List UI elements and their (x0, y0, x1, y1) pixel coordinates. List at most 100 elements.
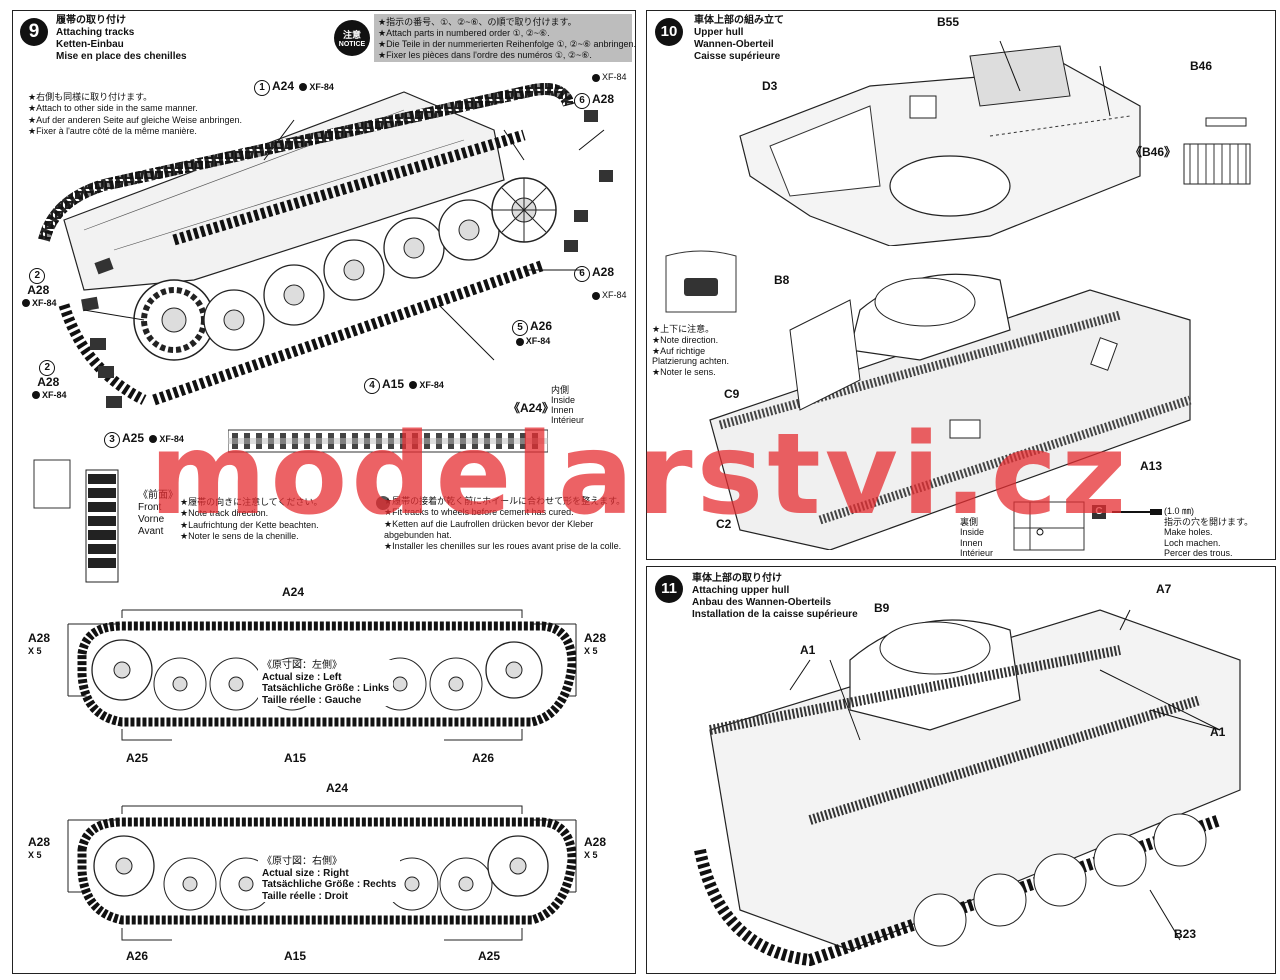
cement-note-en: ★Fit tracks to wheels before cement has … (384, 507, 574, 518)
callout-3-number: 3 (104, 432, 120, 448)
right-view-right-part-label: A28 (584, 835, 607, 849)
step10-number-badge: 10 (655, 18, 683, 46)
hole-note-jp: 指示の穴を開けます。 (1164, 517, 1254, 527)
step10-title: 車体上部の組み立て Upper hull Wannen-Oberteil Cai… (694, 15, 784, 63)
drill-size: (1.0 ㎜) (1164, 506, 1195, 516)
part-a13: A13 (1140, 459, 1163, 473)
part-b8: B8 (774, 273, 790, 287)
callout-2a-paint: XF-84 (32, 297, 57, 308)
left-view-right-qty: X 5 (584, 645, 598, 656)
right-view-top-part: A24 (326, 781, 349, 795)
direction-de-2: Platzierung achten. (652, 356, 730, 367)
part-b23: B23 (1174, 927, 1197, 941)
left-size-en: Actual size : Left (262, 671, 342, 683)
part-b46: B46 (1190, 59, 1213, 73)
b8-direction-notes: ★上下に注意。 ★Note direction. ★Auf richtige P… (652, 324, 729, 378)
right-size-en: Actual size : Right (262, 867, 349, 879)
callout-2b-a28: 2 A28 XF-84 (30, 360, 67, 400)
step11-title: 車体上部の取り付け Attaching upper hull Anbau des… (692, 573, 858, 621)
direction-notes: ★履帯の向きに注意してください。 ★Note track direction. … (180, 497, 323, 542)
inside-part-a24: 《A24》 (508, 401, 555, 415)
step11-title-de: Anbau des Wannen-Oberteils (692, 597, 832, 608)
step11-title-fr: Installation de la caisse supérieure (692, 609, 858, 620)
paint-icon (299, 82, 308, 91)
paint-icon (592, 291, 600, 300)
callout-1-number: 1 (254, 80, 270, 96)
step10-upper-hull-top-drawing (739, 40, 1141, 246)
right-side-actual-size (67, 805, 577, 941)
direction-note-en: ★Note track direction. (180, 508, 269, 519)
hole-note-en: Make holes. (1164, 527, 1213, 538)
step9-exploded-drawing (38, 83, 613, 408)
callout-4-number: 4 (364, 378, 380, 394)
inside-label: 内側 Inside Innen Intérieur (551, 385, 585, 426)
right-view-bottom-mid: A15 (284, 949, 307, 963)
part-c2: C2 (716, 517, 732, 531)
callout-3-paint: XF-84 (159, 434, 184, 444)
b8-direction-detail (665, 250, 737, 313)
part-b46-detail: 《B46》 (1130, 145, 1177, 159)
right-view-bottom-right: A25 (478, 949, 501, 963)
direction-de-1: ★Auf richtige (652, 345, 706, 356)
step9-title-jp: 履帯の取り付け (56, 15, 126, 26)
same-manner-jp: ★右側も同様に取り付けます。 (28, 92, 153, 102)
step10-title-jp: 車体上部の組み立て (694, 15, 784, 26)
right-view-right-part: A28 X 5 (584, 835, 607, 860)
right-view-left-qty: X 5 (28, 849, 42, 860)
step10-title-fr: Caisse supérieure (694, 51, 781, 62)
left-view-bottom-left: A25 (126, 751, 149, 765)
notice-line-4: ★Fixer les pièces dans l'ordre des numér… (378, 50, 592, 60)
step11-assembled-hull-drawing (694, 609, 1241, 967)
inside-label-jp: 内側 (551, 385, 570, 395)
notice-line-3: ★Die Teile in der nummerierten Reihenfol… (378, 39, 636, 49)
callout-4-part: A15 (382, 377, 405, 391)
hole-inside-de: Innen (960, 537, 983, 548)
part-d3: D3 (762, 79, 778, 93)
callout-2a-number: 2 (29, 268, 46, 284)
left-view-left-qty: X 5 (28, 645, 42, 656)
watermark: modelarstvi.cz (149, 410, 1131, 540)
step11-title-jp: 車体上部の取り付け (692, 573, 782, 584)
front-label: 《前面》 Front Vorne Avant (138, 490, 178, 538)
left-view-left-part-label: A28 (28, 631, 51, 645)
left-size-fr: Taille réelle : Gauche (262, 694, 362, 706)
front-label-fr: Avant (138, 526, 164, 537)
inside-hole-detail (1013, 501, 1085, 551)
callout-6a-number: 6 (574, 93, 590, 109)
step9-title-de: Ketten-Einbau (56, 39, 124, 50)
same-manner-en: ★Attach to other side in the same manner… (28, 103, 198, 114)
cement-note-de-2: abgebunden hat. (384, 529, 452, 540)
left-view-size-box: 《原寸図：左側》 Actual size : Left Tatsächliche… (258, 660, 394, 706)
step9-title: 履帯の取り付け Attaching tracks Ketten-Einbau M… (56, 15, 187, 63)
left-view-right-part-label: A28 (584, 631, 607, 645)
callout-2b-paint: XF-84 (42, 389, 67, 400)
callout-6a-part: A28 (592, 92, 615, 106)
direction-en: ★Note direction. (652, 334, 719, 345)
right-size-fr: Taille réelle : Droit (262, 890, 348, 902)
drill-c-badge: C (1092, 505, 1106, 519)
part-a1-left: A1 (800, 643, 816, 657)
direction-note-jp: ★履帯の向きに注意してください。 (180, 497, 323, 507)
cement-notes: ★履帯の接着が乾く前にホイールに合わせて形を整えます。 ★Fit tracks … (384, 496, 625, 552)
step10-title-en: Upper hull (694, 27, 744, 38)
direction-note-de: ★Laufrichtung der Kette beachten. (180, 519, 319, 530)
callout-6b-paint-text: XF-84 (602, 290, 627, 300)
inside-label-fr: Intérieur (551, 414, 585, 425)
part-a7: A7 (1156, 582, 1172, 596)
hole-inside-fr: Intérieur (960, 548, 994, 559)
notice-seal-en: NOTICE (338, 41, 366, 48)
step11-number-badge: 11 (655, 575, 683, 603)
callout-4-paint: XF-84 (419, 380, 444, 390)
inside-label-en: Inside (551, 394, 576, 405)
part-b55: B55 (937, 15, 960, 29)
right-size-de: Tatsächliche Größe : Rechts (262, 879, 397, 890)
paint-icon (149, 434, 158, 443)
callout-2a-part: A28 (27, 283, 50, 297)
callout-2b-number: 2 (39, 360, 56, 376)
notice-line-1: ★指示の番号、①、②~⑥、の順で取り付けます。 (378, 17, 577, 27)
same-manner-de: ★Auf der anderen Seite auf gleiche Weise… (28, 114, 243, 125)
hole-inside-jp: 裏側 (960, 517, 979, 527)
